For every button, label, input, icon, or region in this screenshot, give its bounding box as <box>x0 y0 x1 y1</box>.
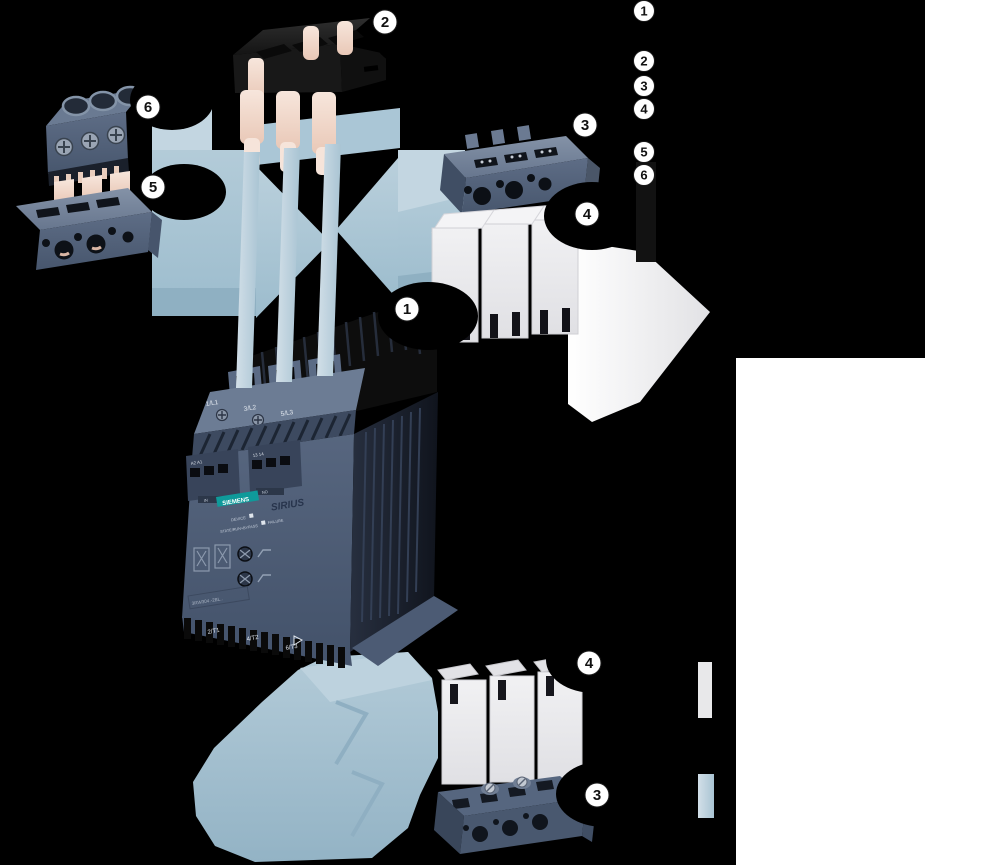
thyristor-symbols <box>193 544 231 572</box>
led-device-label: DEVICE <box>231 515 247 522</box>
callout-number: 2 <box>381 14 389 31</box>
callout-number: 1 <box>403 301 411 318</box>
release-clip-icon <box>293 635 304 646</box>
legend-item-6: 6 <box>633 164 655 186</box>
legend-item-5: 5 <box>633 141 655 163</box>
led-state-label: STATE/RUN+BYPASS <box>220 524 259 534</box>
box-terminal-block <box>46 85 146 203</box>
control-tab-right: NO <box>261 489 268 495</box>
legend-number: 2 <box>640 54 647 69</box>
led-labels: DEVICE STATE/RUN+BYPASS FAILURE <box>220 513 284 534</box>
callout-sealing-cover: 2 <box>372 0 476 70</box>
legend-blob <box>636 162 656 262</box>
setting-dials <box>237 546 271 587</box>
control-label-right: 13 14 <box>252 451 264 458</box>
legend-number: 5 <box>640 145 647 160</box>
legend-number: 3 <box>640 79 647 94</box>
callout-number: 6 <box>144 99 152 116</box>
callout-cover-bottom: 3 <box>556 761 652 827</box>
soft-starter-device: 1/L1 3/L2 5/L3 A2 A1 IN <box>182 307 458 668</box>
siemens-badge <box>216 490 260 507</box>
legend-number: 1 <box>640 4 647 19</box>
callout-box-terminal: 6 <box>130 70 214 130</box>
series-label: SIRIUS <box>270 497 305 513</box>
callout-clear-covers-top: 4 <box>544 182 640 250</box>
callout-cover-right-top: 3 <box>566 86 658 150</box>
legend-item-4: 4 <box>633 98 655 120</box>
legend: 1 2 3 4 5 6 <box>633 0 656 262</box>
type-label: 3RW304.-2BL.. <box>191 596 223 606</box>
led-failure-label: FAILURE <box>268 518 285 524</box>
legend-item-2: 2 <box>633 50 655 72</box>
white-arrow-fragment <box>698 662 712 718</box>
terminal-cover-left <box>16 188 162 270</box>
brand-label: SIEMENS <box>222 497 250 507</box>
control-terminal-block-right: 13 14 NO <box>248 440 302 495</box>
legend-number: 4 <box>640 102 648 117</box>
white-background-region <box>736 0 1000 865</box>
insertion-bars <box>236 144 341 388</box>
type-plate <box>187 586 250 610</box>
control-label-left: A2 A1 <box>190 459 203 466</box>
terminal-label: 6/T3 <box>285 644 299 652</box>
callout-cover-left: 5 <box>140 164 226 220</box>
terminal-label: 1/L1 <box>205 399 219 408</box>
callout-number: 4 <box>583 206 592 223</box>
terminal-label: 4/T2 <box>246 635 260 643</box>
callout-clear-covers-bottom: 4 <box>546 627 642 693</box>
terminal-label: 5/L3 <box>280 409 294 418</box>
callout-number: 3 <box>581 117 589 134</box>
legend-item-3: 3 <box>633 75 655 97</box>
blue-arrow-fragment <box>698 774 714 818</box>
control-tab-left: IN <box>203 497 208 503</box>
callout-markers: 2 6 5 1 3 4 4 <box>130 0 658 827</box>
terminal-cover-right-top <box>440 125 600 214</box>
callout-device: 1 <box>378 282 478 350</box>
terminal-label: 2/T1 <box>207 628 221 636</box>
legend-item-1: 1 <box>633 0 655 22</box>
callout-number: 4 <box>585 655 594 672</box>
control-terminal-block-left: A2 A1 IN <box>186 449 240 503</box>
legend-number: 6 <box>640 168 647 183</box>
terminal-label: 3/L2 <box>243 404 257 413</box>
callout-number: 5 <box>149 179 157 196</box>
white-arrow <box>568 240 710 422</box>
callout-number: 3 <box>593 787 601 804</box>
